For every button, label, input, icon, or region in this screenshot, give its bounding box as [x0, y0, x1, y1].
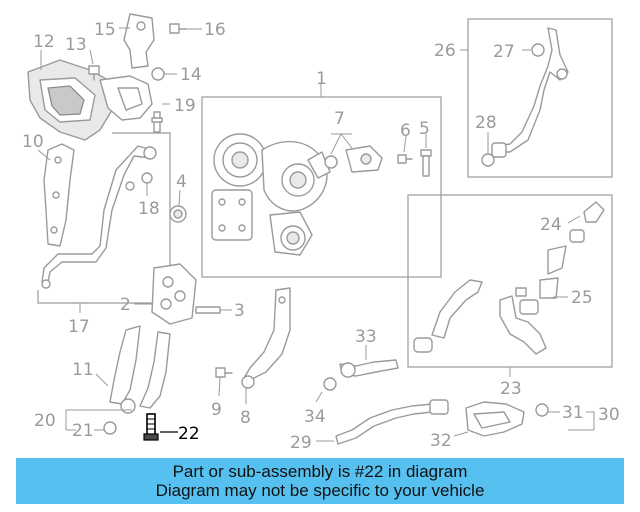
turbocharger [211, 133, 331, 256]
callout-1[interactable]: 1 [316, 69, 327, 89]
part-17-pipe [41, 145, 157, 289]
callout-27[interactable]: 27 [493, 42, 515, 62]
callout-32[interactable]: 32 [430, 431, 452, 451]
callout-30[interactable]: 30 [598, 405, 620, 425]
callout-17[interactable]: 17 [68, 317, 90, 337]
callout-20[interactable]: 20 [34, 411, 56, 431]
callout-3[interactable]: 3 [234, 301, 245, 321]
callout-4[interactable]: 4 [176, 172, 187, 192]
part-6-bolt [397, 135, 413, 164]
part-15-bracket [123, 13, 155, 69]
callout-13[interactable]: 13 [65, 35, 87, 55]
part-19-stud [151, 103, 170, 133]
callout-10[interactable]: 10 [22, 132, 44, 152]
callout-29[interactable]: 29 [290, 433, 312, 453]
info-banner: Part or sub-assembly is #22 in diagram D… [16, 458, 624, 504]
callout-7[interactable]: 7 [334, 109, 345, 129]
part-29-pipe [316, 399, 449, 445]
part-34-oring [315, 377, 337, 403]
callout-8[interactable]: 8 [240, 408, 251, 428]
callout-19[interactable]: 19 [174, 96, 196, 116]
part-21-washer [94, 421, 117, 435]
callout-11[interactable]: 11 [72, 360, 94, 380]
callout-25[interactable]: 25 [571, 288, 593, 308]
callout-9[interactable]: 9 [211, 400, 222, 420]
part-18-washer [141, 172, 153, 196]
exploded-parts-diagram: 1 7 6 5 26 [22, 13, 620, 453]
callout-21[interactable]: 21 [72, 421, 94, 441]
callout-23[interactable]: 23 [500, 379, 522, 399]
callout-2[interactable]: 2 [120, 295, 131, 315]
part-8-bracket [241, 287, 291, 389]
part-27-oring [522, 43, 545, 57]
part-23-box [407, 194, 613, 368]
part-32-pipe [453, 401, 525, 437]
callout-22[interactable]: 22 [178, 424, 200, 444]
callout-5[interactable]: 5 [419, 119, 430, 139]
callout-15[interactable]: 15 [94, 20, 116, 40]
callout-33[interactable]: 33 [355, 327, 377, 347]
part-16-bolt [169, 23, 202, 34]
part-26-box [467, 18, 613, 178]
callout-6[interactable]: 6 [400, 121, 411, 141]
callout-14[interactable]: 14 [180, 65, 202, 85]
part-4-plug [169, 189, 187, 223]
callout-24[interactable]: 24 [540, 215, 562, 235]
callout-31[interactable]: 31 [562, 403, 584, 423]
part-5-fitting [420, 134, 432, 177]
part-11-bracket [109, 325, 171, 414]
callout-18[interactable]: 18 [138, 199, 160, 219]
part-33-pipe [339, 345, 399, 378]
callout-12[interactable]: 12 [33, 32, 55, 52]
part-31-oring [535, 403, 560, 417]
part-28-oring [481, 132, 495, 167]
callout-34[interactable]: 34 [304, 407, 326, 427]
part-23-hoses [413, 201, 605, 355]
part-2-gasket [134, 263, 197, 325]
part-12-heat-shield [27, 59, 116, 141]
callout-26[interactable]: 26 [434, 41, 456, 61]
banner-line-2: Diagram may not be specific to your vehi… [155, 481, 485, 500]
part-9-bolt [215, 367, 233, 397]
part-13-bolt [88, 49, 100, 81]
banner-line-1: Part or sub-assembly is #22 in diagram [172, 462, 468, 481]
part-7-actuator [324, 133, 383, 173]
callout-28[interactable]: 28 [475, 113, 497, 133]
part-3-stud [195, 306, 232, 314]
callout-16[interactable]: 16 [204, 20, 226, 40]
part-26-pipe [491, 27, 569, 158]
part-10-gasket [43, 143, 75, 247]
part-22-bolt[interactable] [143, 413, 159, 441]
exhaust-manifold [99, 67, 165, 121]
